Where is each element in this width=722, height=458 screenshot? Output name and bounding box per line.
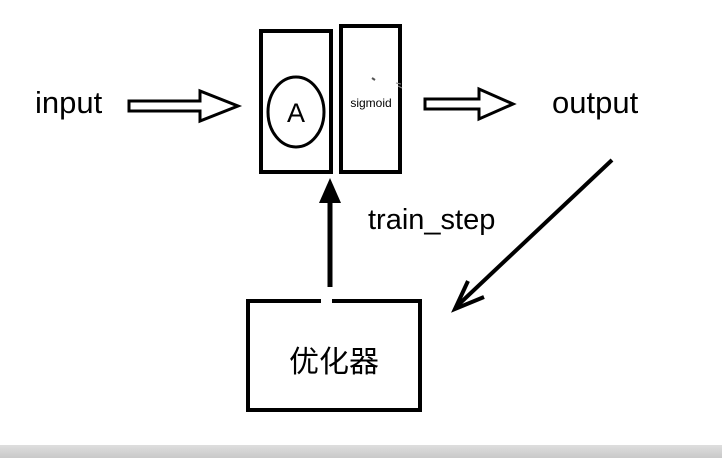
train-step-arrowhead xyxy=(319,178,341,203)
horizontal-scrollbar[interactable] xyxy=(0,445,722,458)
stray-mark xyxy=(395,82,403,89)
optimizer-box xyxy=(246,299,422,412)
node-a-ellipse xyxy=(266,75,326,149)
feedback-arrow-line xyxy=(454,158,614,309)
input-arrow xyxy=(127,88,243,124)
box-notch xyxy=(321,297,332,305)
node-a-label: A xyxy=(287,98,305,128)
input-label: input xyxy=(35,85,103,120)
output-arrow xyxy=(423,86,517,122)
train-step-label: train_step xyxy=(368,204,495,236)
layer-a-box xyxy=(259,29,333,174)
output-label: output xyxy=(552,85,639,120)
feedback-arrowhead xyxy=(451,280,485,313)
optimizer-label: 优化器 xyxy=(289,346,379,379)
sigmoid-label: sigmoid xyxy=(350,96,391,110)
stray-mark xyxy=(371,77,376,81)
sigmoid-box xyxy=(339,24,402,174)
